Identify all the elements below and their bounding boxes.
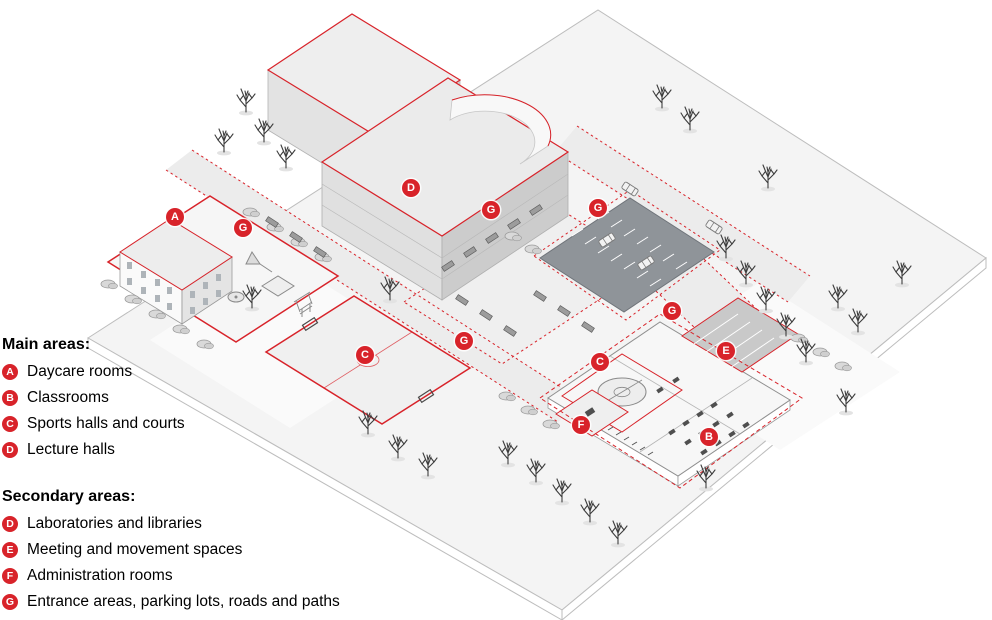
legend-item-administration: F Administration rooms bbox=[2, 563, 340, 589]
legend-main-areas: Main areas: A Daycare rooms B Classrooms… bbox=[2, 336, 185, 463]
parking-stall-markings bbox=[571, 211, 688, 287]
building-lecture-halls bbox=[320, 77, 570, 301]
map-marker-c-court: C bbox=[356, 346, 374, 364]
legend-badge-g: G bbox=[2, 594, 18, 610]
legend-label: Sports halls and courts bbox=[27, 415, 185, 432]
bike-racks bbox=[607, 426, 654, 456]
legend-label: Laboratories and libraries bbox=[27, 515, 202, 532]
goal-icon bbox=[301, 316, 435, 404]
daycare-windows bbox=[127, 262, 221, 314]
map-marker-g-entrance: G bbox=[663, 302, 681, 320]
legend-badge-a: A bbox=[2, 364, 18, 380]
legend-item-sports: C Sports halls and courts bbox=[2, 411, 185, 437]
legend-badge-d: D bbox=[2, 442, 18, 458]
legend-badge-f: F bbox=[2, 568, 18, 584]
legend-badge-b: B bbox=[2, 390, 18, 406]
daycare-area bbox=[106, 195, 340, 343]
legend-secondary-title: Secondary areas: bbox=[2, 488, 136, 505]
map-marker-g-plaza: G bbox=[455, 332, 473, 350]
map-marker-g-road-left: G bbox=[234, 219, 252, 237]
legend-label: Administration rooms bbox=[27, 567, 173, 584]
map-marker-f: F bbox=[572, 416, 590, 434]
legend-badge-d2: D bbox=[2, 516, 18, 532]
map-marker-c-gym: C bbox=[591, 353, 609, 371]
school-e-wing bbox=[681, 297, 799, 373]
legend-label: Classrooms bbox=[27, 389, 109, 406]
legend-main-title: Main areas: bbox=[2, 336, 91, 353]
map-marker-b: B bbox=[700, 428, 718, 446]
legend-label: Daycare rooms bbox=[27, 363, 133, 380]
daycare-building bbox=[119, 218, 233, 325]
legend-label: Meeting and movement spaces bbox=[27, 541, 243, 558]
legend-label: Entrance areas, parking lots, roads and … bbox=[27, 593, 340, 610]
legend-label: Lecture halls bbox=[27, 441, 115, 458]
legend-item-laboratories: D Laboratories and libraries bbox=[2, 511, 340, 537]
legend-item-lecture-halls: D Lecture halls bbox=[2, 437, 185, 463]
legend-item-entrance: G Entrance areas, parking lots, roads an… bbox=[2, 589, 340, 615]
playground bbox=[227, 251, 313, 317]
map-marker-e: E bbox=[717, 342, 735, 360]
legend-badge-c: C bbox=[2, 416, 18, 432]
legend-item-meeting: E Meeting and movement spaces bbox=[2, 537, 340, 563]
legend-item-classrooms: B Classrooms bbox=[2, 385, 185, 411]
map-marker-d: D bbox=[402, 179, 420, 197]
legend-item-daycare: A Daycare rooms bbox=[2, 359, 185, 385]
map-marker-g-parking: G bbox=[589, 199, 607, 217]
legend-badge-e: E bbox=[2, 542, 18, 558]
map-marker-a: A bbox=[166, 208, 184, 226]
legend-secondary-areas: Secondary areas: D Laboratories and libr… bbox=[2, 488, 340, 615]
map-marker-g-path: G bbox=[482, 201, 500, 219]
